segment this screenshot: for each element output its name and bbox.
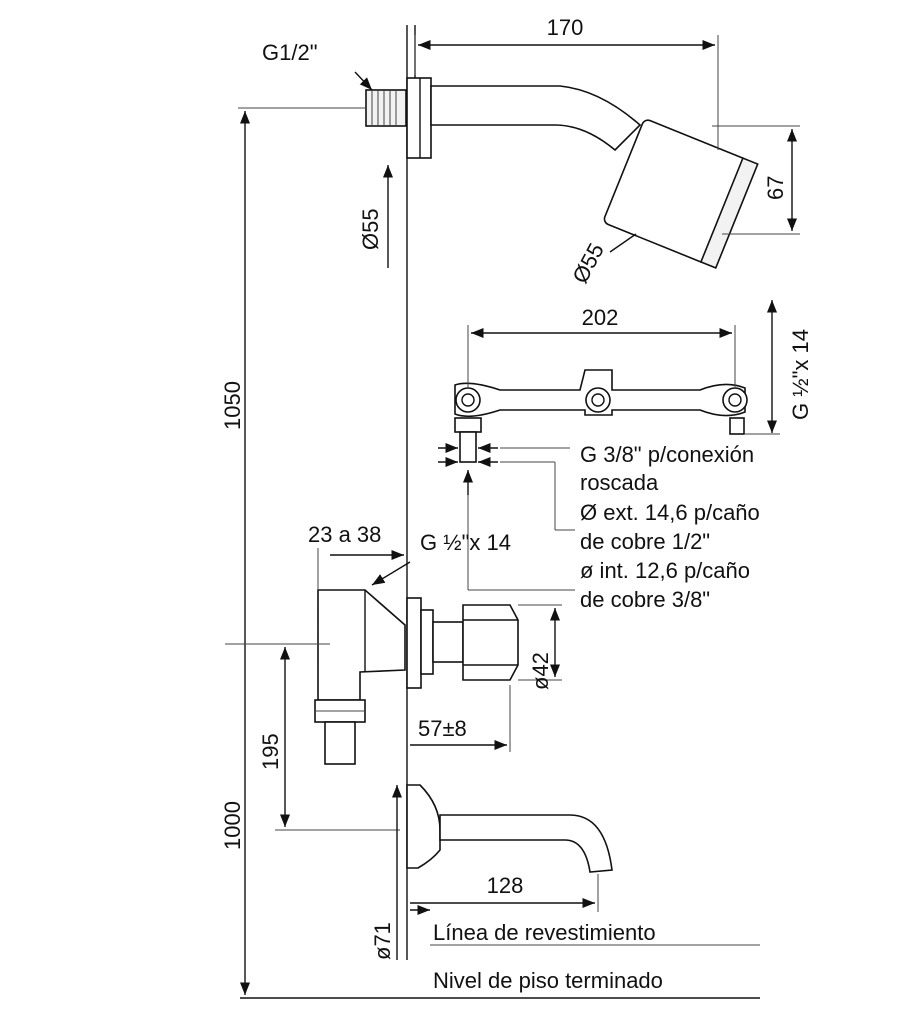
- label-23a38: 23 a 38: [308, 522, 381, 547]
- label-1000: 1000: [220, 801, 245, 850]
- dim-42: ø42: [518, 604, 562, 690]
- label-195: 195: [258, 733, 283, 770]
- label-128: 128: [487, 873, 524, 898]
- dim-1000: 1000: [220, 643, 245, 850]
- valve-body-top-view: [454, 369, 748, 463]
- shower-arm-assembly: [365, 77, 759, 269]
- note-line-1: G 3/8" p/conexión: [580, 442, 754, 467]
- label-57: 57±8: [418, 716, 467, 741]
- note-line-3: Ø ext. 14,6 p/caño: [580, 500, 760, 525]
- connection-dim-ticks: [438, 442, 575, 591]
- label-71: ø71: [370, 922, 395, 960]
- dim-flange-55: Ø55: [358, 165, 394, 268]
- note-line-4: de cobre 1/2": [580, 529, 710, 554]
- label-wall-line: Línea de revestimiento: [433, 920, 656, 945]
- spout: [406, 784, 613, 873]
- note-line-2: roscada: [580, 470, 659, 495]
- label-floor-level: Nivel de piso terminado: [433, 968, 663, 993]
- valve-side-view: [314, 589, 519, 765]
- label-g12x14-vertical: G ½"x 14: [788, 329, 813, 420]
- label-67: 67: [763, 176, 788, 200]
- dim-g12x14: G ½"x 14: [371, 530, 511, 586]
- dim-head-55: Ø55: [567, 233, 637, 287]
- level-lines: Línea de revestimiento Nivel de piso ter…: [240, 904, 760, 999]
- dim-71: ø71: [370, 785, 403, 960]
- dim-g12: G1/2": [262, 40, 373, 91]
- dim-57: 57±8: [410, 685, 511, 752]
- dim-1050: 1050: [220, 107, 366, 995]
- dim-195: 195: [230, 643, 400, 831]
- label-flange-55: Ø55: [358, 208, 383, 250]
- note-line-6: de cobre 3/8": [580, 587, 710, 612]
- dim-202: 202: [467, 305, 736, 388]
- dim-23a38: 23 a 38: [308, 522, 404, 590]
- label-1050: 1050: [220, 381, 245, 430]
- dim-128: 128: [410, 873, 599, 912]
- dim-g12x14-vertical: G ½"x 14: [745, 300, 813, 435]
- label-head-55: Ø55: [567, 239, 609, 287]
- label-170: 170: [547, 15, 584, 40]
- dim-67: 67: [712, 125, 800, 235]
- note-line-5: ø int. 12,6 p/caño: [580, 558, 750, 583]
- dim-170: 170: [414, 15, 719, 150]
- label-42: ø42: [528, 652, 553, 690]
- label-g12: G1/2": [262, 40, 318, 65]
- connection-notes: G 3/8" p/conexión roscada Ø ext. 14,6 p/…: [580, 442, 760, 612]
- label-g12x14: G ½"x 14: [420, 530, 511, 555]
- label-202: 202: [582, 305, 619, 330]
